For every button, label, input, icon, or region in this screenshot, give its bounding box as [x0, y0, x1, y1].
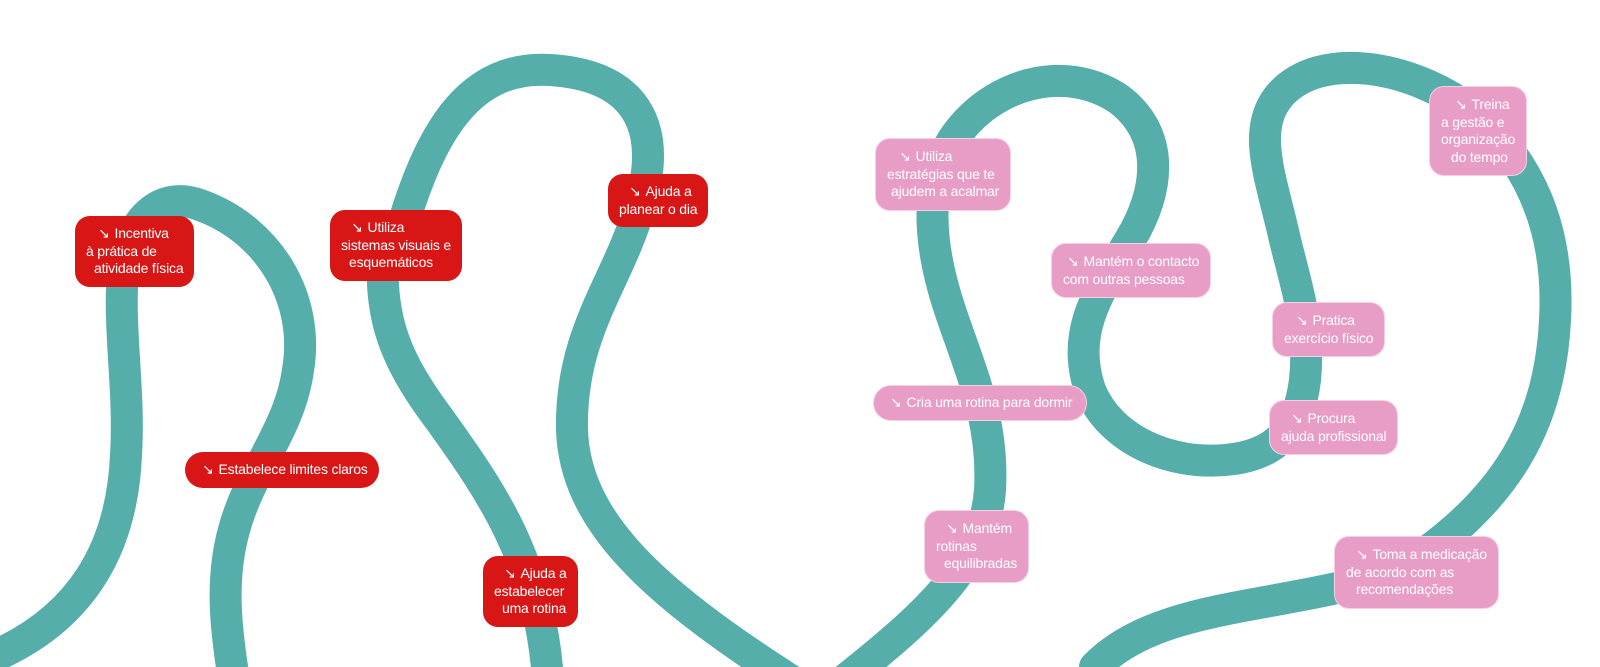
tag-estabelecer-rotina: ↘Ajuda a estabelecer uma rotina — [483, 556, 578, 627]
tag-line: Utiliza — [915, 148, 953, 164]
tag-line: de acordo com as — [1346, 563, 1455, 580]
tag-line: Ajuda a — [520, 565, 567, 581]
arrow-icon: ↘ — [1455, 96, 1467, 112]
tag-line: Mantém — [962, 520, 1013, 536]
arrow-icon: ↘ — [1296, 312, 1308, 328]
winding-path-right — [835, 51, 1572, 667]
tag-medicacao: ↘Toma a medicação de acordo com as recom… — [1334, 536, 1499, 609]
tag-line: atividade física — [94, 260, 184, 276]
tag-line: a gestão e — [1441, 113, 1505, 130]
tag-line: do tempo — [1451, 148, 1508, 165]
tag-line: à prática de — [86, 242, 157, 259]
tag-line: Pratica — [1312, 312, 1355, 328]
tag-planear-dia: ↘Ajuda a planear o dia — [608, 174, 709, 227]
tag-line: estratégias que te — [887, 165, 995, 182]
tag-sistemas-visuais: ↘Utiliza sistemas visuais e esquemáticos — [330, 210, 462, 281]
tag-line: Mantém o contacto — [1083, 253, 1200, 269]
arrow-icon: ↘ — [1356, 546, 1368, 562]
tag-line: com outras pessoas — [1063, 270, 1185, 287]
arrow-icon: ↘ — [98, 225, 110, 241]
tag-line: uma rotina — [502, 600, 567, 616]
arrow-icon: ↘ — [504, 565, 516, 581]
arrow-icon: ↘ — [946, 520, 958, 536]
tag-line: equilibradas — [944, 555, 1018, 571]
tag-line: ajuda profissional — [1281, 427, 1387, 444]
tag-line: Incentiva — [114, 225, 169, 241]
tag-ajuda-profissional: ↘Procura ajuda profissional — [1269, 400, 1399, 455]
tag-line: Cria uma rotina para dormir — [906, 394, 1073, 410]
winding-path-left — [0, 53, 800, 667]
tag-line: Utiliza — [367, 219, 405, 235]
tag-line: Toma a medicação — [1372, 546, 1488, 562]
tag-contacto-pessoas: ↘Mantém o contacto com outras pessoas — [1051, 243, 1212, 298]
tag-line: recomendações — [1356, 581, 1454, 597]
tag-line: Estabelece limites claros — [218, 461, 368, 477]
tag-line: rotinas — [936, 537, 977, 554]
tag-line: Treina — [1471, 96, 1510, 112]
arrow-icon: ↘ — [629, 183, 641, 199]
tag-estabelece-limites: ↘Estabelece limites claros — [185, 452, 379, 488]
tag-gestao-tempo: ↘Treina a gestão e organização do tempo — [1429, 86, 1528, 176]
tag-line: planear o dia — [619, 200, 698, 217]
tag-line: Ajuda a — [645, 183, 692, 199]
tag-line: Procura — [1307, 410, 1356, 426]
arrow-icon: ↘ — [202, 461, 214, 477]
tag-exercicio-fisico: ↘Pratica exercício físico — [1272, 302, 1386, 357]
arrow-icon: ↘ — [351, 219, 363, 235]
tag-line: exercício físico — [1284, 329, 1374, 346]
tag-rotina-dormir: ↘Cria uma rotina para dormir — [873, 385, 1088, 421]
arrow-icon: ↘ — [899, 148, 911, 164]
tag-line: esquemáticos — [349, 254, 433, 270]
tag-line: sistemas visuais e — [341, 236, 451, 253]
tag-incentiva-atividade-fisica: ↘Incentiva à prática de atividade física — [75, 216, 195, 287]
arrow-icon: ↘ — [1067, 253, 1079, 269]
tag-rotinas-equilibradas: ↘Mantém rotinas equilibradas — [924, 510, 1030, 583]
tag-line: estabelecer — [494, 582, 565, 599]
tag-line: organização — [1441, 131, 1516, 147]
tag-estrategias-acalmar: ↘Utiliza estratégias que te ajudem a aca… — [875, 138, 1012, 211]
arrow-icon: ↘ — [1291, 410, 1303, 426]
arrow-icon: ↘ — [890, 394, 902, 410]
tag-line: ajudem a acalmar — [891, 183, 1000, 199]
